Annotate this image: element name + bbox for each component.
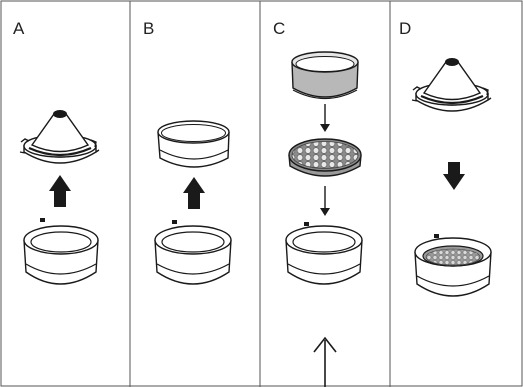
filter-band — [157, 120, 230, 168]
base-ring — [154, 220, 232, 285]
cone-cap — [411, 58, 492, 112]
up-arrow — [49, 175, 71, 207]
panel-label-d: D — [399, 19, 411, 38]
down-arrow-bold — [443, 162, 465, 190]
up-arrow-thin — [313, 336, 337, 387]
panel-d — [411, 58, 492, 297]
panel-label-c: C — [273, 19, 285, 38]
down-arrow — [320, 104, 330, 132]
panel-c — [285, 51, 363, 387]
cone-cap — [19, 110, 100, 164]
assembled-base-ring — [414, 234, 492, 297]
down-arrow — [320, 186, 330, 216]
up-arrow — [183, 177, 205, 209]
panel-b — [154, 120, 232, 285]
panel-a — [19, 110, 100, 285]
panel-label-a: A — [13, 19, 25, 38]
base-ring — [285, 222, 363, 285]
gray-band — [291, 51, 359, 99]
base-ring — [23, 218, 99, 285]
honeycomb-filter — [288, 138, 362, 177]
panel-label-b: B — [143, 19, 154, 38]
